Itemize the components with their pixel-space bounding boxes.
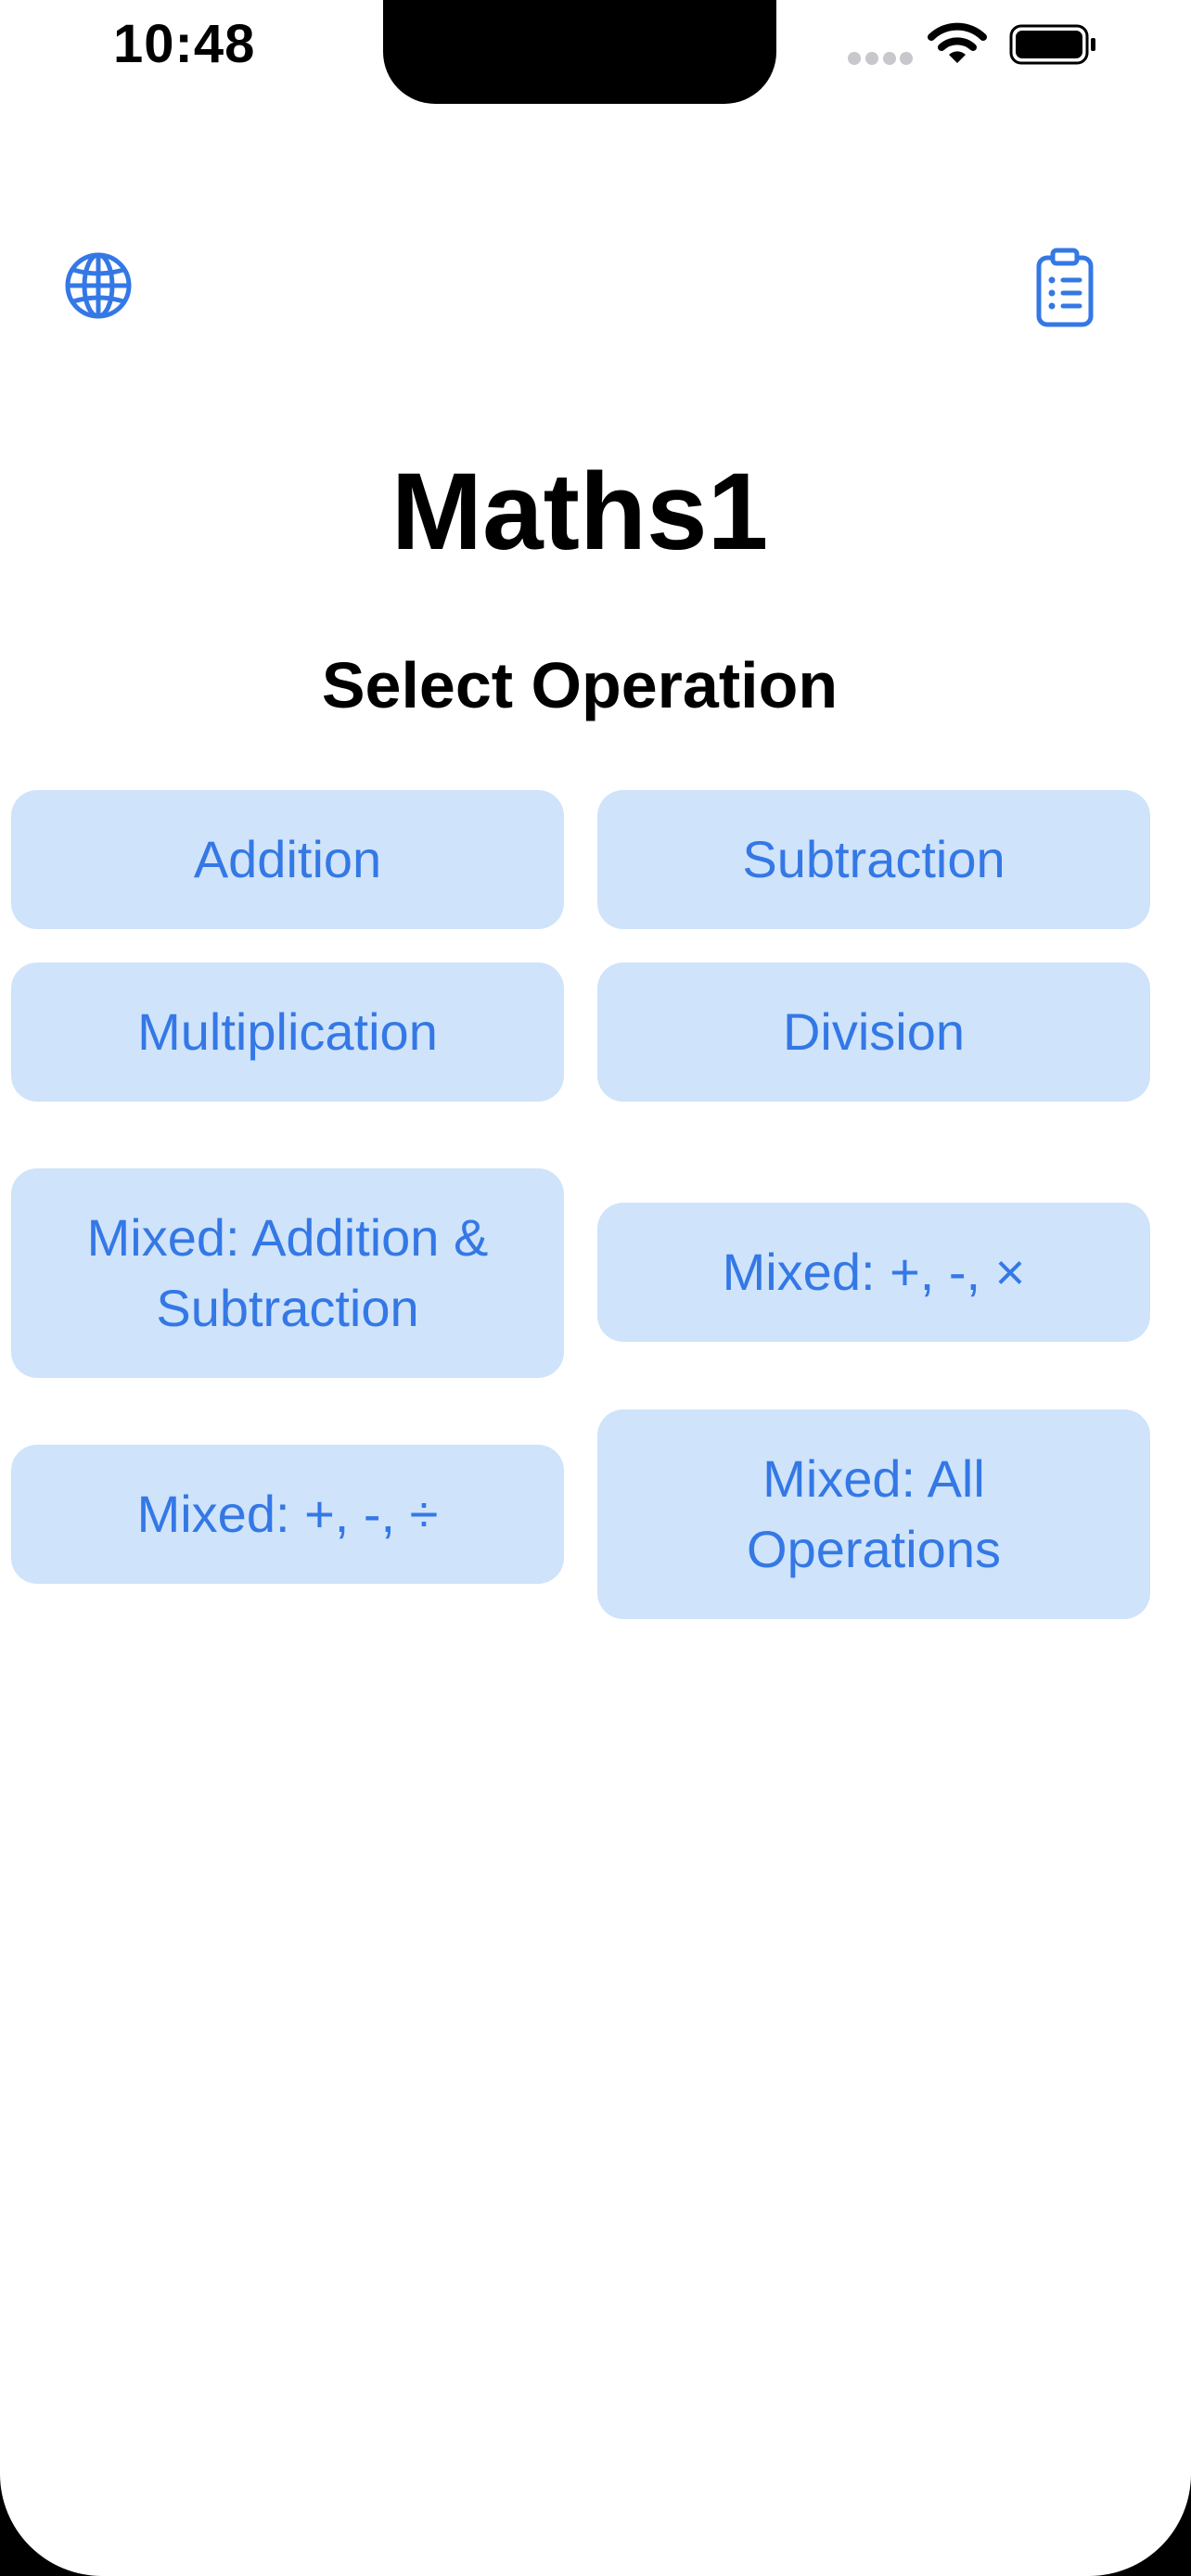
globe-icon	[65, 252, 132, 319]
language-button[interactable]	[58, 243, 139, 328]
clipboard-list-icon	[1036, 248, 1094, 327]
division-button[interactable]: Division	[597, 963, 1150, 1102]
history-button[interactable]	[1024, 245, 1106, 330]
addition-button[interactable]: Addition	[11, 790, 564, 929]
subtraction-button[interactable]: Subtraction	[597, 790, 1150, 929]
dynamic-island	[383, 0, 776, 104]
wifi-icon	[928, 22, 987, 63]
cellular-signal-icon	[848, 52, 913, 65]
page-title: Maths1	[391, 451, 769, 573]
multiplication-button[interactable]: Multiplication	[11, 963, 564, 1102]
battery-icon	[1009, 24, 1095, 65]
mixed-add-sub-div-button[interactable]: Mixed: +, -, ÷	[11, 1445, 564, 1584]
mixed-add-sub-mul-button[interactable]: Mixed: +, -, ×	[597, 1203, 1150, 1342]
mixed-addition-subtraction-button[interactable]: Mixed: Addition & Subtraction	[11, 1168, 564, 1378]
section-title: Select Operation	[321, 649, 839, 721]
status-time: 10:48	[113, 14, 256, 74]
mixed-all-operations-button[interactable]: Mixed: All Operations	[597, 1409, 1150, 1619]
